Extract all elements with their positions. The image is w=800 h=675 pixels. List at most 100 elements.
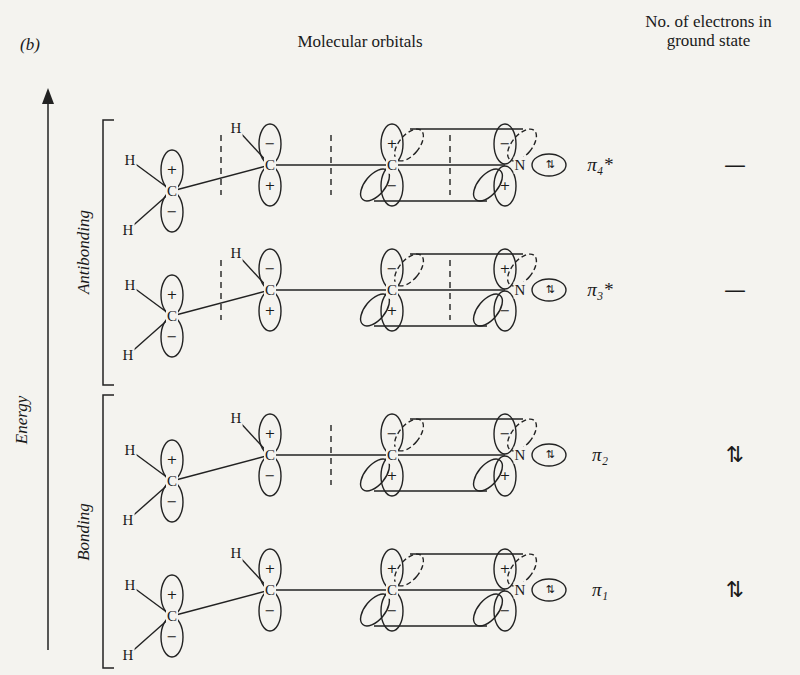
- phase-sign: +: [500, 262, 511, 276]
- phase-sign: +: [167, 453, 178, 467]
- phase-sign: −: [167, 330, 178, 344]
- lone-pair-lobe: [532, 154, 566, 176]
- pi-overlap-line: [410, 253, 523, 254]
- orbital-label: π₃*: [587, 280, 613, 301]
- pi-overlap-line: [410, 553, 523, 554]
- pi-overlap-line: [374, 490, 487, 491]
- phase-sign: −: [500, 137, 511, 151]
- pi-overlap-line: [374, 200, 487, 201]
- phase-sign: +: [167, 288, 178, 302]
- phase-sign: −: [167, 495, 178, 509]
- column-heading: No. of electrons in ground state: [621, 13, 796, 50]
- pi-overlap-line: [410, 128, 523, 129]
- carbon-label: C: [386, 582, 398, 599]
- carbon-label: C: [166, 308, 178, 325]
- lone-pair-lobe: [532, 579, 566, 601]
- phase-sign: +: [265, 562, 276, 576]
- nitrogen-label: N: [514, 282, 527, 299]
- hydrogen-label: H: [122, 512, 135, 529]
- orbital-label: π₂: [592, 445, 608, 466]
- phase-sign: +: [167, 588, 178, 602]
- phase-sign: −: [500, 427, 511, 441]
- lone-pair-electrons: ⇅: [545, 284, 554, 296]
- bond-line: [270, 289, 392, 290]
- hydrogen-label: H: [122, 222, 135, 239]
- phase-sign: −: [167, 205, 178, 219]
- phase-sign: −: [265, 137, 276, 151]
- hydrogen-label: H: [124, 152, 137, 169]
- bond-line: [270, 589, 392, 590]
- pi-overlap-line: [374, 625, 487, 626]
- phase-sign: −: [500, 604, 511, 618]
- bond-line: [392, 589, 505, 590]
- carbon-label: C: [264, 582, 276, 599]
- phase-sign: −: [167, 630, 178, 644]
- carbon-label: C: [264, 282, 276, 299]
- carbon-label: C: [386, 157, 398, 174]
- phase-sign: −: [387, 604, 398, 618]
- nitrogen-label: N: [514, 582, 527, 599]
- orbital-label: π₁: [592, 580, 608, 601]
- phase-sign: +: [387, 469, 398, 483]
- bond-line: [270, 164, 392, 165]
- nodal-plane: [449, 135, 450, 195]
- phase-sign: −: [387, 427, 398, 441]
- hydrogen-label: H: [230, 245, 243, 262]
- pi-overlap-line: [410, 418, 523, 419]
- nodal-plane: [330, 425, 331, 485]
- electron-count: —: [724, 278, 746, 302]
- carbon-label: C: [264, 157, 276, 174]
- phase-sign: +: [387, 137, 398, 151]
- nodal-plane: [220, 135, 221, 195]
- phase-sign: +: [265, 179, 276, 193]
- arrow-head: [42, 88, 54, 104]
- phase-sign: +: [500, 562, 511, 576]
- axis-label: Energy: [13, 396, 32, 444]
- bond-line: [270, 454, 392, 455]
- energy-arrow: [47, 95, 49, 650]
- bond-line: [392, 164, 505, 165]
- bracket-label: Antibonding: [75, 210, 94, 294]
- carbon-label: C: [264, 447, 276, 464]
- phase-sign: −: [387, 262, 398, 276]
- hydrogen-label: H: [124, 277, 137, 294]
- bond-line: [172, 455, 270, 481]
- phase-sign: +: [265, 427, 276, 441]
- orbital-label: π₄*: [587, 155, 613, 176]
- phase-sign: −: [387, 179, 398, 193]
- phase-sign: +: [167, 163, 178, 177]
- electron-count: —: [724, 153, 746, 177]
- phase-sign: +: [500, 469, 511, 483]
- phase-sign: +: [387, 304, 398, 318]
- lone-pair-lobe: [532, 444, 566, 466]
- phase-sign: −: [500, 304, 511, 318]
- hydrogen-label: H: [230, 545, 243, 562]
- bracket: [103, 120, 114, 385]
- bond-line: [172, 590, 270, 616]
- column-heading: Molecular orbitals: [297, 33, 422, 52]
- phase-sign: −: [265, 604, 276, 618]
- hydrogen-label: H: [230, 410, 243, 427]
- phase-sign: +: [500, 179, 511, 193]
- phase-sign: +: [387, 562, 398, 576]
- lone-pair-lobe: [532, 279, 566, 301]
- hydrogen-label: H: [124, 442, 137, 459]
- phase-sign: +: [265, 304, 276, 318]
- nodal-plane: [449, 260, 450, 320]
- nitrogen-label: N: [514, 157, 527, 174]
- phase-sign: −: [265, 262, 276, 276]
- hydrogen-label: H: [122, 647, 135, 664]
- carbon-label: C: [386, 447, 398, 464]
- phase-sign: −: [265, 469, 276, 483]
- lone-pair-electrons: ⇅: [545, 584, 554, 596]
- bracket: [103, 395, 114, 668]
- bond-line: [392, 454, 505, 455]
- carbon-label: C: [386, 282, 398, 299]
- carbon-label: C: [166, 473, 178, 490]
- pi-overlap-line: [374, 325, 487, 326]
- electron-count: ⇅: [726, 578, 744, 602]
- hydrogen-label: H: [122, 347, 135, 364]
- lone-pair-electrons: ⇅: [545, 159, 554, 171]
